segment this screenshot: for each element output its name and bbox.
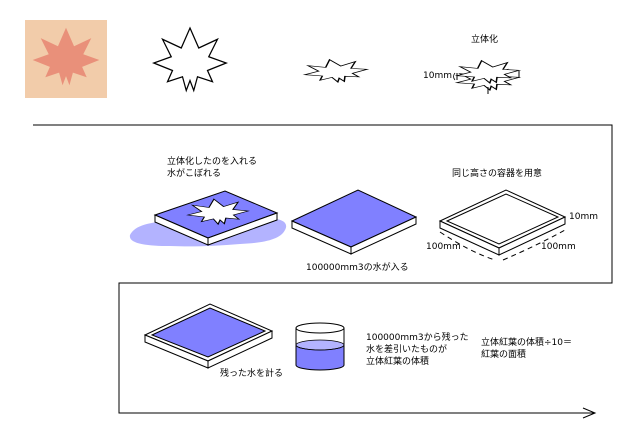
- label-formula-1: 立体紅葉の体積÷10＝: [481, 338, 572, 348]
- label-dim-left: 100mm: [426, 242, 461, 252]
- label-measure-remaining: 残った水を計る: [220, 369, 284, 379]
- leaf-solid-icon: [449, 57, 526, 94]
- label-result-2: 水を差引いたものが: [366, 345, 448, 355]
- label-result-1: 100000mm3から残った: [366, 333, 469, 343]
- label-water-enters: 100000mm3の水が入る: [306, 263, 409, 273]
- flow-path: [33, 124, 613, 419]
- measuring-cup-icon: [295, 322, 345, 371]
- label-prepare-container: 同じ高さの容器を用意: [452, 169, 543, 179]
- label-dim-height: 10mm: [569, 212, 598, 222]
- empty-container: [438, 189, 567, 261]
- spill-container: [129, 190, 287, 247]
- full-water-container: [290, 189, 418, 255]
- label-solidify: 立体化: [471, 35, 499, 45]
- label-put-in-1: 立体化したのを入れる: [167, 157, 258, 167]
- label-dim-right: 100mm: [541, 242, 576, 252]
- label-result-3: 立体紅葉の体積: [366, 357, 430, 367]
- label-thickness-top: 10mm: [423, 71, 452, 81]
- leaf-perspective-icon: [297, 56, 374, 86]
- label-formula-2: 紅葉の面積: [481, 350, 527, 360]
- leaf-photo: [25, 20, 107, 98]
- label-put-in-2: 水がこぼれる: [167, 169, 222, 179]
- leaf-outline-icon: [153, 27, 227, 92]
- remaining-water-container: [143, 303, 274, 369]
